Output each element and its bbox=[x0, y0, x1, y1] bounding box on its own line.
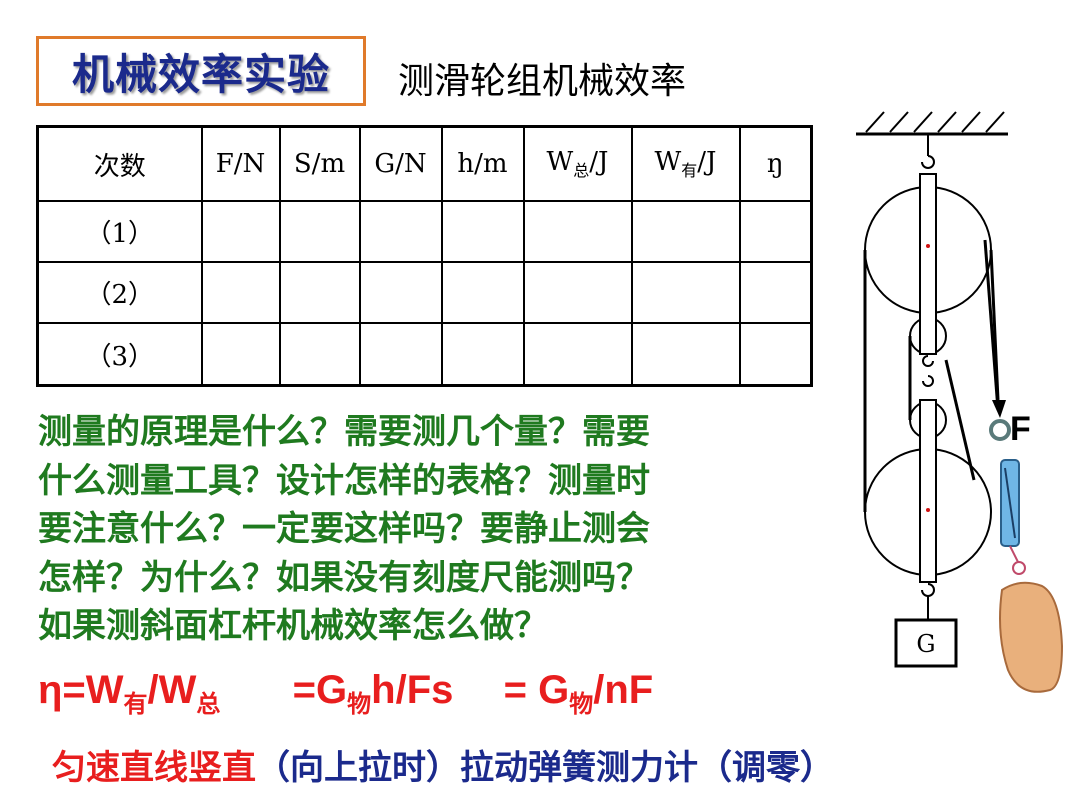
data-table: 次数 F/N S/m G/N h/m W总/J W有/J ŋ （1） （2） （… bbox=[36, 125, 813, 387]
table-cell bbox=[278, 199, 361, 264]
header-height: h/m bbox=[440, 125, 525, 202]
table-cell bbox=[358, 261, 443, 325]
header-weight: G/N bbox=[358, 125, 443, 202]
rope bbox=[989, 249, 1000, 401]
table-cell bbox=[522, 261, 633, 325]
page-title: 机械效率实验 bbox=[71, 49, 330, 99]
table-cell bbox=[200, 261, 281, 325]
header-distance: S/m bbox=[278, 125, 361, 202]
table-cell bbox=[200, 199, 281, 264]
hand-icon bbox=[999, 581, 1064, 693]
force-label: F bbox=[1010, 410, 1031, 448]
table-row: （3） bbox=[36, 322, 813, 387]
lower-pulley-frame bbox=[919, 399, 937, 583]
table-cell bbox=[358, 199, 443, 264]
title-box: 机械效率实验 bbox=[36, 36, 366, 106]
arrow-down-icon bbox=[992, 400, 1006, 418]
table-header-row: 次数 F/N S/m G/N h/m W总/J W有/J ŋ bbox=[36, 125, 813, 202]
header-useful-work: W有/J bbox=[630, 125, 741, 202]
question-line: 测量的原理是什么？需要测几个量？需要 bbox=[38, 412, 650, 452]
table-cell bbox=[440, 261, 525, 325]
table-cell bbox=[440, 322, 525, 387]
question-line: 怎样？为什么？如果没有刻度尺能测吗？ bbox=[38, 557, 650, 598]
top-hook-icon bbox=[921, 155, 935, 169]
table-cell bbox=[630, 199, 741, 264]
table-cell bbox=[522, 322, 633, 387]
efficiency-formula: η=W有/W总 =G物h/Fs = G物/nF bbox=[38, 668, 654, 718]
table-cell bbox=[738, 322, 813, 387]
footer-red-text: 匀速直线竖直 bbox=[52, 748, 256, 788]
question-line: 如果测斜面杠杆机械效率怎么做？ bbox=[38, 606, 548, 646]
table-row: （2） bbox=[36, 261, 813, 325]
table-row: （1） bbox=[36, 199, 813, 264]
table-cell bbox=[278, 261, 361, 325]
table-cell bbox=[630, 322, 741, 387]
table-cell bbox=[278, 322, 361, 387]
table-cell bbox=[440, 199, 525, 264]
weight-label: G bbox=[916, 630, 935, 658]
table-cell bbox=[358, 322, 443, 387]
header-total-work: W总/J bbox=[522, 125, 633, 202]
question-line: 什么测量工具？设计怎样的表格？测量时 bbox=[38, 460, 650, 501]
ceiling-hatch bbox=[865, 111, 1005, 133]
rope bbox=[944, 359, 976, 481]
page-subtitle: 测滑轮组机械效率 bbox=[398, 61, 687, 102]
weight-box bbox=[894, 618, 958, 668]
header-count: 次数 bbox=[36, 125, 203, 202]
table-cell bbox=[522, 199, 633, 264]
table-cell bbox=[738, 261, 813, 325]
header-efficiency: ŋ bbox=[738, 125, 813, 202]
table-cell bbox=[630, 261, 741, 325]
row-label: （1） bbox=[36, 199, 203, 264]
row-label: （2） bbox=[36, 261, 203, 325]
header-force: F/N bbox=[200, 125, 281, 202]
row-label: （3） bbox=[36, 322, 203, 387]
question-line: 要注意什么？一定要这样吗？要静止测会 bbox=[38, 509, 650, 549]
upper-pulley-frame bbox=[919, 173, 937, 355]
table-cell bbox=[200, 322, 281, 387]
footer-note: 匀速直线竖直（向上拉时）拉动弹簧测力计（调零） bbox=[52, 740, 834, 789]
footer-blue-text: （向上拉时）拉动弹簧测力计（调零） bbox=[256, 748, 834, 788]
scale-ring-icon bbox=[989, 419, 1011, 441]
table-cell bbox=[738, 199, 813, 264]
pulley-diagram: F G bbox=[856, 111, 1064, 693]
question-text: 测量的原理是什么？需要测几个量？需要 什么测量工具？设计怎样的表格？测量时 要注… bbox=[38, 408, 808, 651]
